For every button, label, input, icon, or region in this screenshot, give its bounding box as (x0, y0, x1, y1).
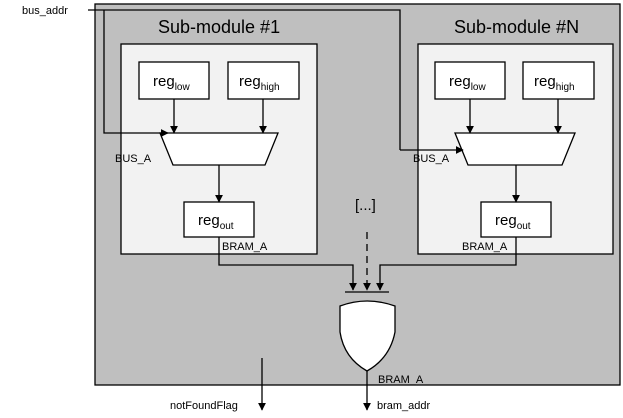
bram-wire-1 (218, 237, 357, 291)
submodule-n-bus-port: BUS_A (413, 153, 450, 165)
submodule-1-reg-low-label: reglow (153, 73, 190, 93)
submodule-1-bram-port: BRAM_A (222, 241, 268, 253)
or-gate-port-label: BRAM_A (378, 374, 424, 386)
submodule-1-reg-high (227, 61, 300, 100)
submodule-1-bus-port: BUS_A (115, 153, 152, 165)
submodule-n-mux (454, 132, 576, 166)
submodule-n-reg-out (480, 201, 552, 238)
submodule-1-mux (159, 132, 279, 166)
submodule-n-reg-low-label: reglow (449, 73, 486, 93)
bus-addr-wire-1 (103, 10, 169, 137)
bram-wire-n (376, 237, 517, 291)
submodule-1-reg-out (183, 201, 255, 238)
submodule-n-bram-port: BRAM_A (462, 241, 508, 253)
bus-addr-wire (88, 9, 401, 150)
submodule-1-title: Sub-module #1 (158, 17, 280, 37)
ellipsis-label: [...] (355, 197, 376, 214)
submodule-n-title: Sub-module #N (454, 17, 579, 37)
submodule-n-reg-low (434, 61, 506, 100)
submodule-n-reg-out-label: regout (495, 212, 531, 232)
submodule-1-reg-high-label: reghigh (239, 73, 280, 93)
or-gate (339, 300, 396, 372)
submodule-1-reg-out-label: regout (198, 212, 234, 232)
bram-addr-label: bram_addr (377, 400, 431, 412)
submodule-n-reg-high-label: reghigh (534, 73, 575, 93)
bus-addr-label: bus_addr (22, 5, 68, 17)
submodule-n-reg-high (522, 61, 595, 100)
not-found-flag-label: notFoundFlag (170, 400, 238, 412)
